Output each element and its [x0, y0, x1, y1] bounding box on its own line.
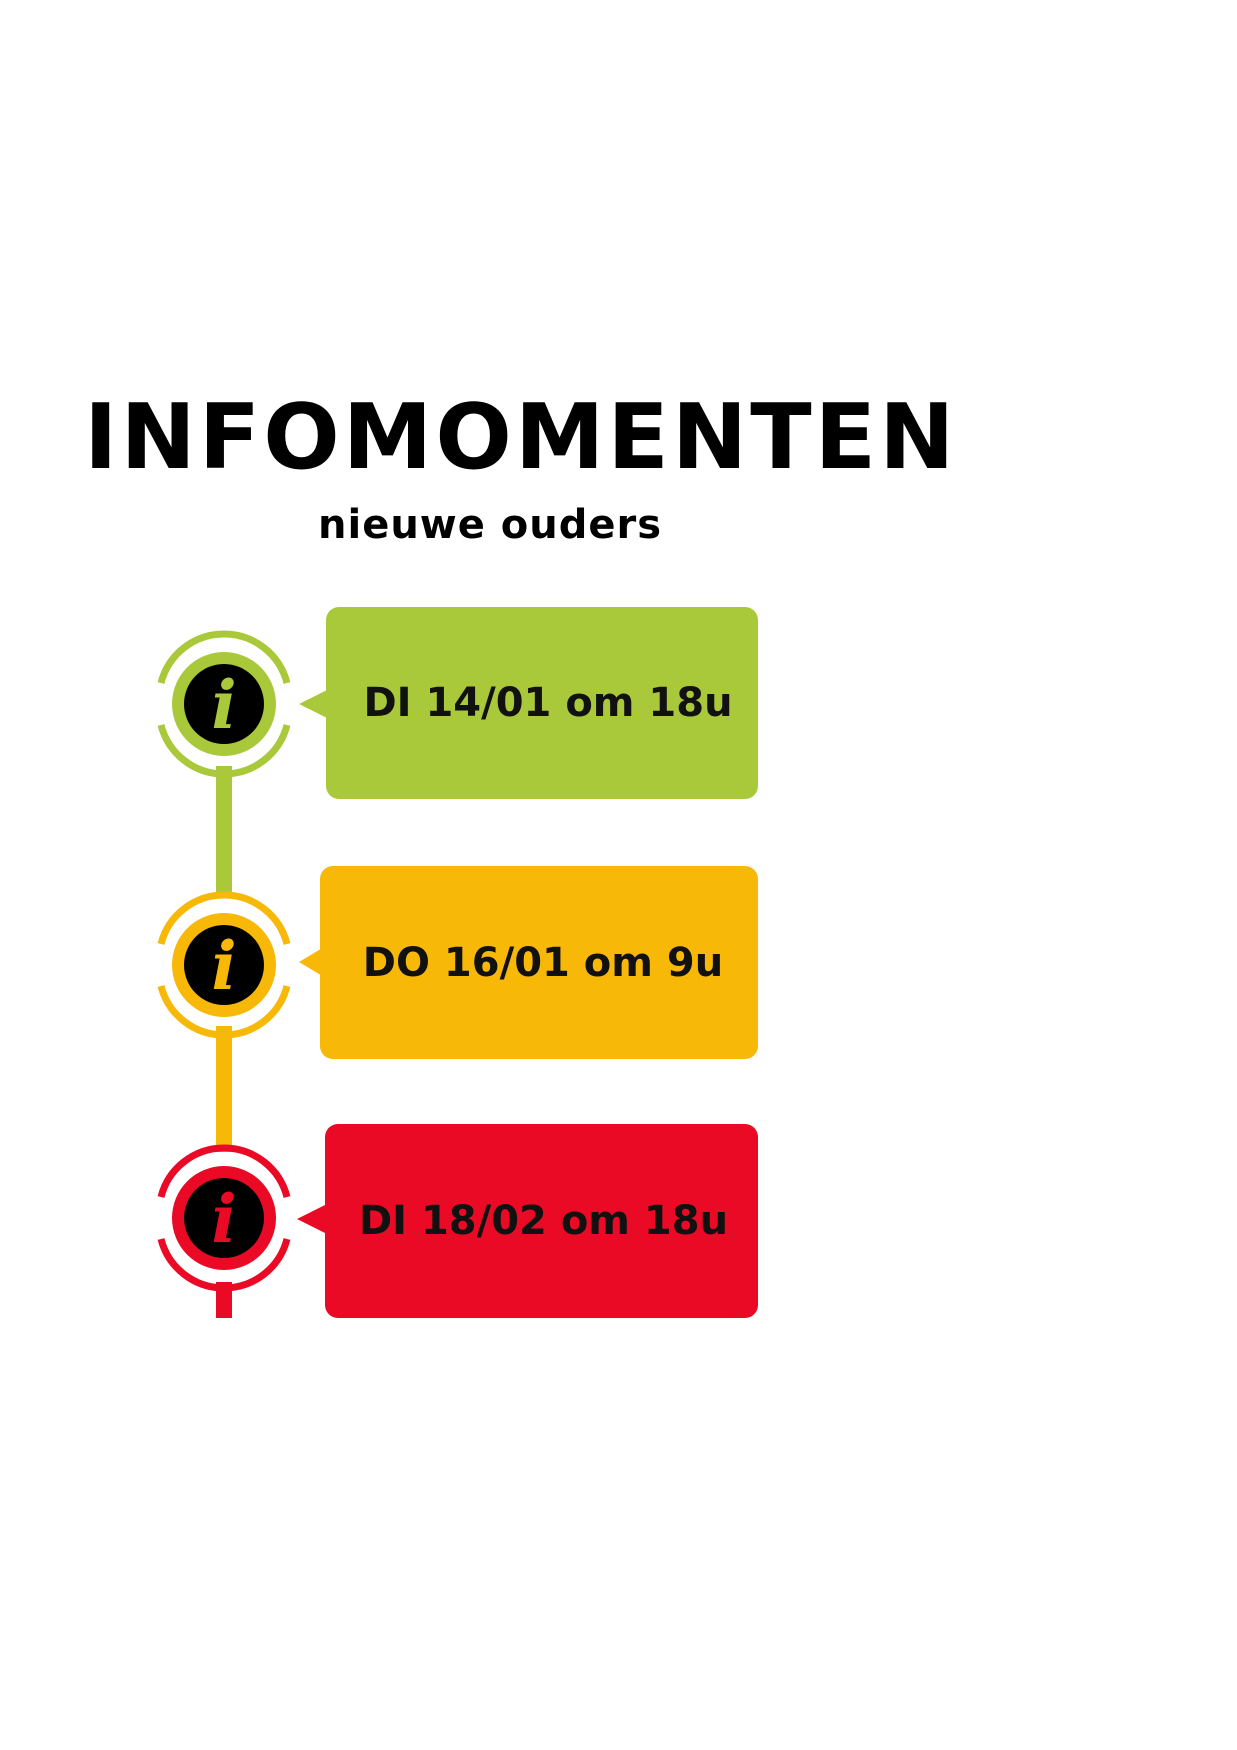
info-icon: i	[211, 927, 236, 1005]
inner-ring	[172, 652, 276, 756]
timeline-connector-1	[216, 766, 232, 896]
inner-ring	[172, 913, 276, 1017]
outer-ring-top	[157, 1144, 291, 1198]
outer-ring-bottom	[157, 724, 291, 778]
page-title: INFOMOMENTEN	[84, 385, 958, 490]
info-icon: i	[211, 1180, 236, 1258]
outer-ring-bottom	[157, 985, 291, 1039]
outer-ring-top	[157, 891, 291, 945]
outer-ring-top	[157, 630, 291, 684]
inner-ring	[172, 1166, 276, 1270]
page-subtitle: nieuwe ouders	[318, 502, 663, 548]
info-icon: i	[211, 666, 236, 744]
callout-pointer	[299, 689, 329, 719]
event-label-2: DO 16/01 om 9u	[362, 939, 724, 986]
info-disc	[184, 1178, 264, 1258]
event-label-1: DI 14/01 om 18u	[363, 680, 733, 726]
info-disc	[184, 925, 264, 1005]
timeline-connector-2	[216, 1026, 232, 1152]
info-disc	[184, 664, 264, 744]
outer-ring-bottom	[157, 1238, 291, 1292]
timeline-connector-3	[216, 1282, 232, 1318]
event-label-3: DI 18/02 om 18u	[358, 1198, 729, 1244]
